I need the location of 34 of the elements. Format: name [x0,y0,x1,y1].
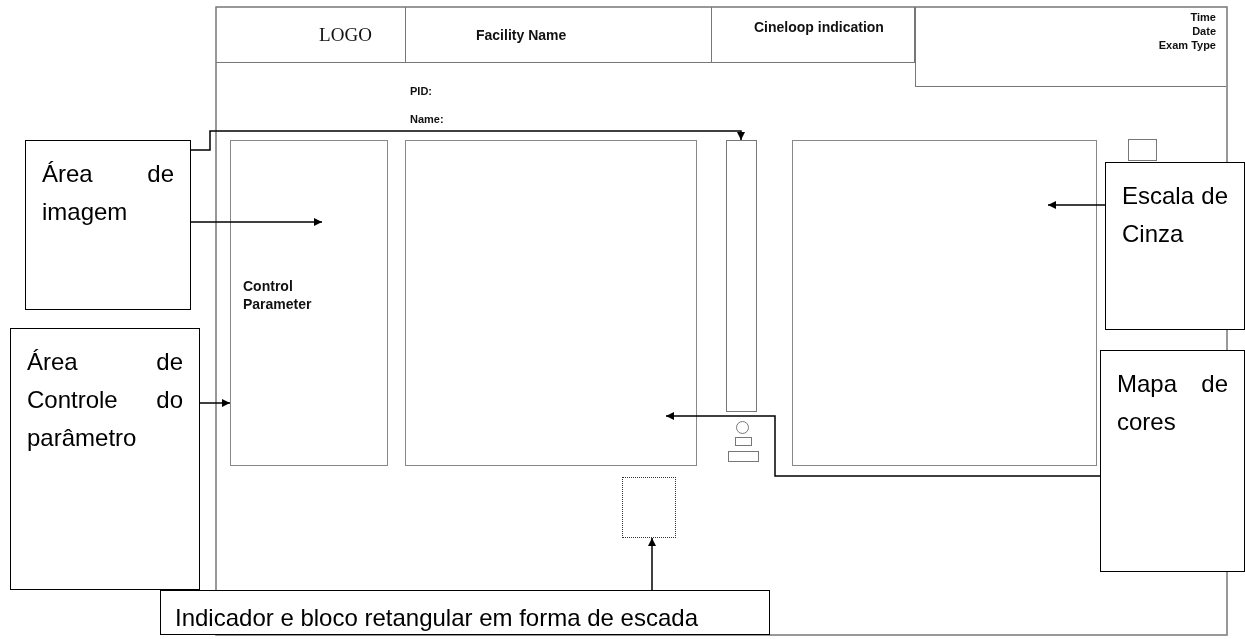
header-text: LOGO [319,23,372,46]
callout-box [25,140,191,310]
callout-text: Área de imagem [42,159,174,227]
callout-text: Área de Controle do parâmetro [27,347,183,453]
header-cell [915,7,1226,87]
arrow [1047,201,1106,209]
panel-title: Control Parameter [243,277,313,313]
arrow [190,130,745,151]
callout-box [1105,162,1245,330]
header-cell [406,7,712,63]
header-cell [216,7,406,63]
callout-text: Escala de Cinza [1122,181,1228,249]
screen-panel [230,140,388,466]
dotted-box [622,477,676,538]
header-text: Time [1190,10,1216,24]
screen-panel [405,140,697,466]
callout-box [1100,350,1245,572]
arrow [190,218,323,226]
callout-box [10,328,200,590]
field-label: PID: [410,85,432,97]
header-text: Cineloop indication [754,19,884,35]
callout-text: Indicador e bloco retangular em forma de escada [175,603,699,633]
screen-panel [792,140,1097,466]
field-label: Name: [410,113,444,125]
callout-box [160,590,770,635]
scale-bar [726,140,757,412]
header-cell [712,7,915,63]
header-text: Exam Type [1158,38,1216,52]
callout-text: Mapa de cores [1117,369,1228,437]
header-text: Date [1192,24,1216,38]
header-text: Facility Name [476,26,567,43]
arrow [648,537,656,591]
arrow [665,412,1101,477]
arrow [199,399,231,407]
